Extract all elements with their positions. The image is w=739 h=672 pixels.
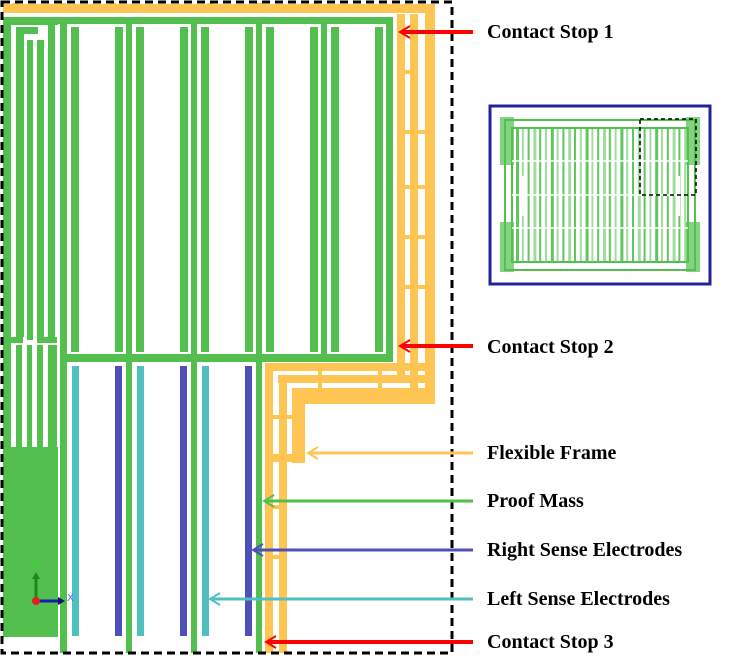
- label-contact-stop-1: Contact Stop 1: [487, 21, 614, 43]
- label-flexible-frame: Flexible Frame: [487, 442, 617, 464]
- x-axis-label: X: [67, 593, 74, 604]
- arrow-left-sense: [208, 592, 473, 606]
- arrow-flexible-frame: [306, 446, 473, 460]
- label-contact-stop-3: Contact Stop 3: [487, 631, 614, 653]
- y-axis-label: Y: [31, 560, 39, 571]
- left-sense-electrodes: [72, 366, 209, 636]
- inset-overview: [488, 104, 712, 286]
- label-proof-mass: Proof Mass: [487, 490, 584, 512]
- arrow-contact-stop-2: [398, 339, 473, 353]
- flexible-frame: [3, 3, 435, 653]
- arrow-contact-stop-3: [264, 635, 473, 649]
- arrows: [208, 25, 473, 649]
- arrow-contact-stop-1: [398, 25, 473, 39]
- right-sense-electrodes: [115, 366, 252, 636]
- proof-mass: [3, 17, 393, 653]
- arrow-right-sense: [251, 543, 473, 557]
- axes-indicator: Y X: [31, 560, 74, 605]
- label-left-sense-electrodes: Left Sense Electrodes: [487, 588, 670, 610]
- label-contact-stop-2: Contact Stop 2: [487, 336, 614, 358]
- arrow-proof-mass: [262, 494, 473, 508]
- zoom-region-border: [0, 0, 454, 655]
- label-right-sense-electrodes: Right Sense Electrodes: [487, 539, 683, 561]
